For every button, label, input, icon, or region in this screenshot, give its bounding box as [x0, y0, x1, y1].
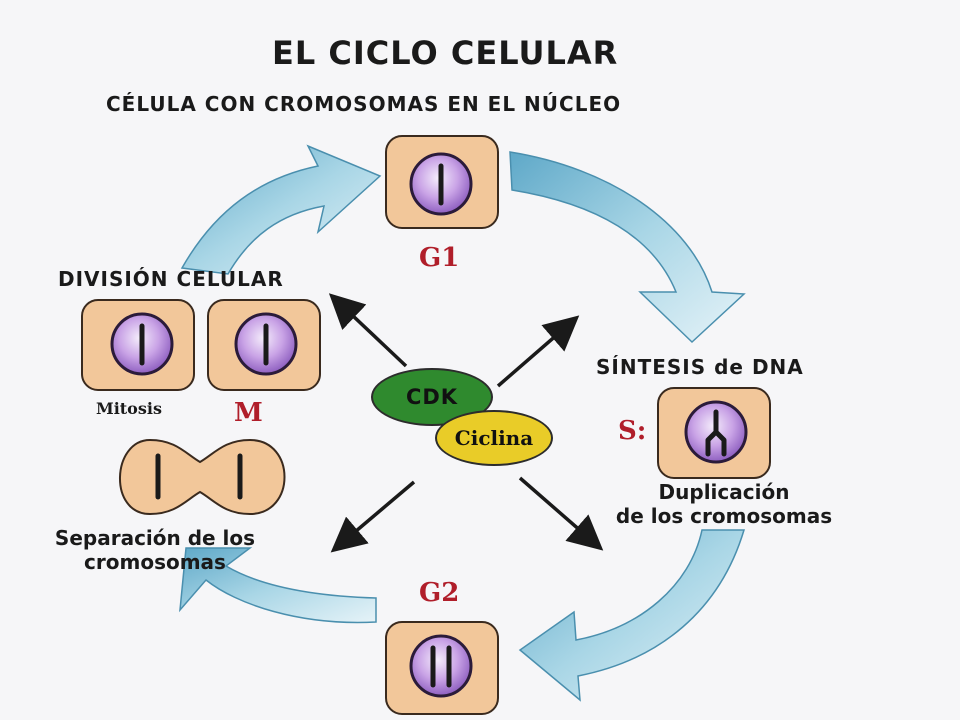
caption-separacion-line-1: Separación de los — [54, 526, 256, 550]
regulation-arrow-to-g2 — [518, 476, 604, 551]
phase-label-s: S: — [618, 416, 647, 446]
phase-label-g1: G1 — [419, 243, 460, 273]
caption-mitosis: Mitosis — [96, 399, 162, 418]
regulation-arrow-to-s — [496, 315, 580, 388]
caption-separacion: Separación de los cromosomas — [20, 526, 290, 574]
caption-separacion-line-2: cromosomas — [84, 550, 226, 574]
cell-g2 — [385, 621, 499, 715]
diagram-title: EL CICLO CELULAR — [272, 34, 619, 72]
phase-label-g2: G2 — [419, 578, 460, 608]
cell-s — [657, 387, 771, 479]
cycle-arrow-m-to-g1 — [180, 144, 382, 275]
cycle-arrow-g1-to-s — [509, 151, 746, 344]
regulation-arrow-to-separation — [330, 480, 416, 553]
ciclina-blob: Ciclina — [435, 410, 553, 466]
caption-duplicacion: Duplicación de los cromosomas — [584, 480, 864, 528]
phase-label-m: M — [234, 398, 263, 428]
regulation-arrow-to-m — [328, 293, 408, 368]
section-label-division: DIVISIÓN CELULAR — [58, 267, 284, 291]
cycle-arrow-g2-to-m — [179, 547, 377, 624]
caption-duplicacion-line-1: Duplicación — [658, 480, 790, 504]
cell-g1 — [385, 135, 499, 229]
caption-duplicacion-line-2: de los cromosomas — [615, 504, 833, 528]
section-label-sintesis: SÍNTESIS de DNA — [596, 355, 804, 379]
cell-m-right — [207, 299, 321, 391]
diagram-subtitle: CÉLULA CON CROMOSOMAS EN EL NÚCLEO — [106, 92, 622, 116]
cell-dividing — [119, 438, 286, 516]
cycle-arrow-s-to-g2 — [518, 529, 746, 702]
cell-m-left — [81, 299, 195, 391]
